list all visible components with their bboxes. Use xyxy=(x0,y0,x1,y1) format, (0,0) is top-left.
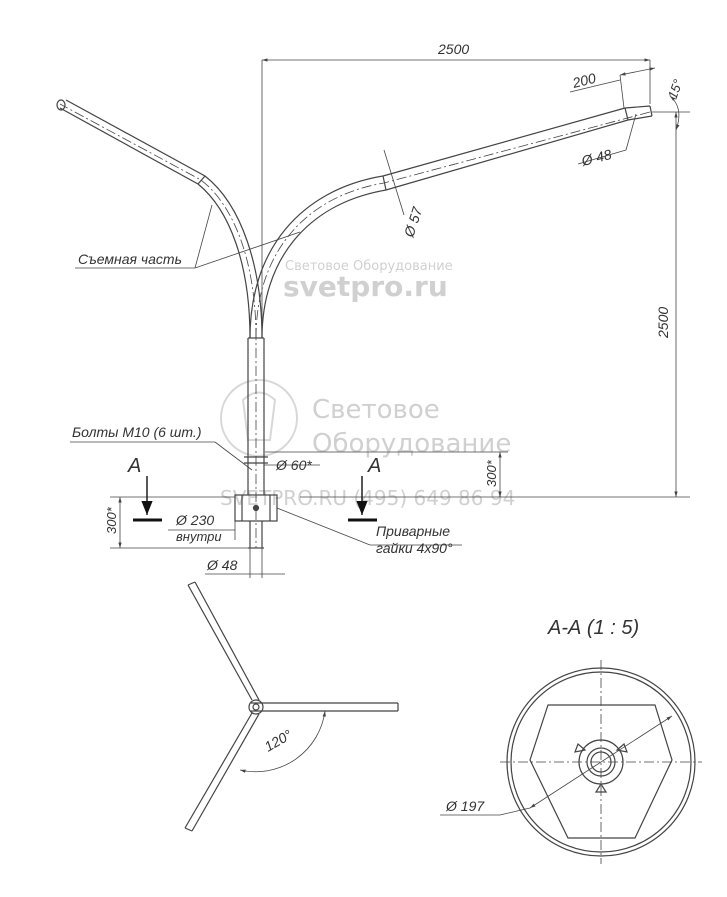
label-welded-nuts-2: гайки 4х90° xyxy=(376,540,453,556)
pole-top-view xyxy=(184,581,399,832)
watermark-contact: SVETPRO.RU (495) 649 86 94 xyxy=(220,486,515,510)
dim-tip-diameter: Ø 48 xyxy=(579,146,613,169)
dim-tip-angle: 15° xyxy=(665,77,686,101)
dim-tip-length: 200 xyxy=(570,70,598,91)
dim-height: 2500 xyxy=(655,307,671,339)
dim-flange-diameter: Ø 230 xyxy=(175,512,214,528)
dimension-lines xyxy=(70,58,690,578)
dim-arm-diameter: Ø 57 xyxy=(400,204,425,240)
watermark-logo-line2: Оборудование xyxy=(312,429,511,459)
label-bolts: Болты М10 (6 шт.) xyxy=(72,424,201,440)
section-mark-left: А xyxy=(127,455,141,477)
section-markers xyxy=(133,476,377,522)
watermark-small: Световое Оборудование xyxy=(285,259,453,274)
section-title: А-А (1 : 5) xyxy=(547,617,639,639)
dim-section-diameter: Ø 197 xyxy=(445,798,485,814)
dim-right-height: 300* xyxy=(484,459,499,487)
label-welded-nuts-1: Приварные xyxy=(376,523,450,539)
watermark-logo-line1: Световое xyxy=(312,395,440,425)
pole-side-view xyxy=(56,99,653,549)
dim-angle-120: 120° xyxy=(262,726,295,755)
dim-flange-inner: внутри xyxy=(176,529,222,544)
watermark-logo-icon xyxy=(220,379,298,457)
dim-top-width: 2500 xyxy=(437,41,469,57)
dim-bottom-pipe-diameter: Ø 48 xyxy=(206,557,238,573)
watermark: Световое Оборудование svetpro.ru Светово… xyxy=(220,259,515,510)
section-mark-right: А xyxy=(367,455,381,477)
label-removable-part: Съемная часть xyxy=(78,251,182,267)
dim-pole-diameter: Ø 60* xyxy=(275,457,312,473)
section-view xyxy=(440,660,702,864)
watermark-site: svetpro.ru xyxy=(283,270,448,303)
dim-left-height: 300* xyxy=(104,506,119,534)
